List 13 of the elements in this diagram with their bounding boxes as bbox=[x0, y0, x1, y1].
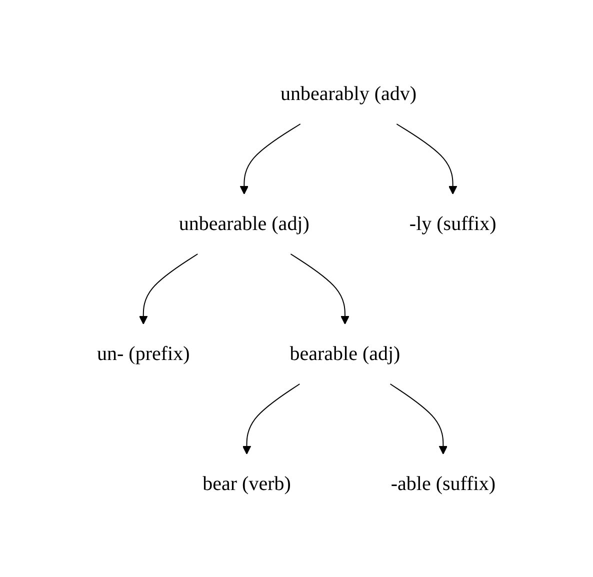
node-text: -ly (suffix) bbox=[409, 212, 496, 234]
arrow bbox=[242, 383, 300, 454]
node-text: unbearably (adv) bbox=[280, 82, 416, 104]
arrow bbox=[390, 383, 448, 454]
arrow bbox=[240, 123, 301, 194]
node-text: -able (suffix) bbox=[390, 472, 496, 494]
node-text: un- (prefix) bbox=[96, 342, 190, 364]
arrow bbox=[396, 123, 458, 194]
node-text: bearable (adj) bbox=[290, 342, 400, 364]
node-text: unbearable (adj) bbox=[178, 212, 310, 234]
arrow bbox=[138, 253, 198, 324]
arrow bbox=[290, 253, 350, 324]
node-text: bear (verb) bbox=[202, 472, 291, 494]
